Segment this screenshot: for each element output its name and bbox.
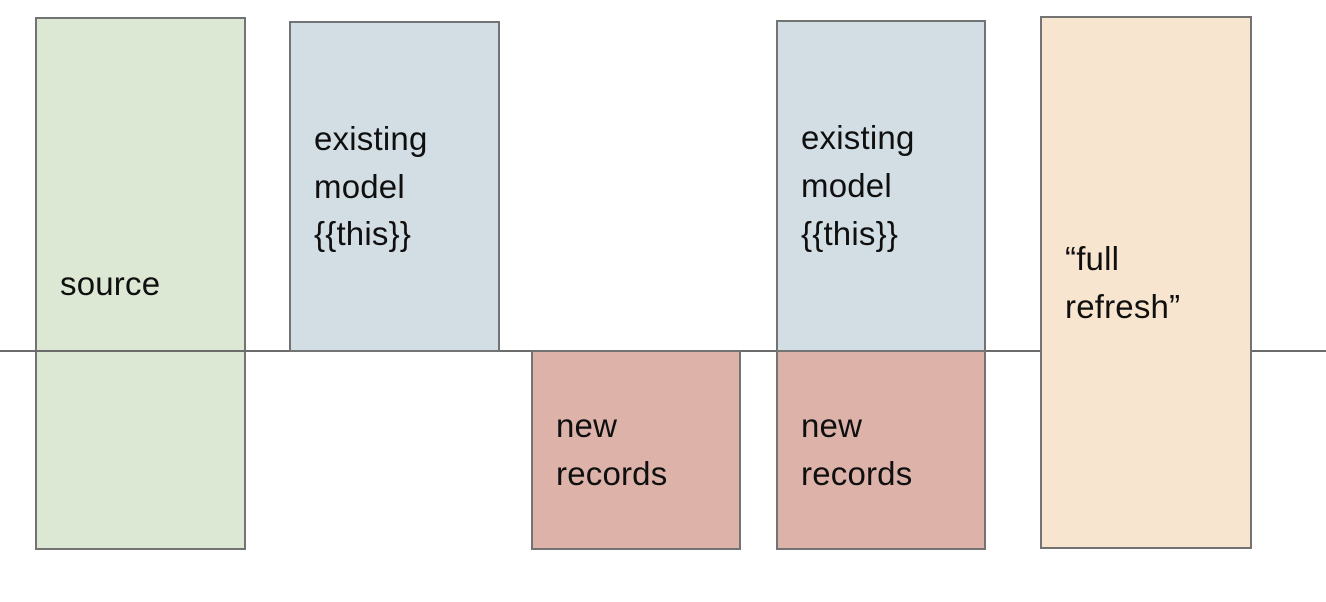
new-records-box-1-label: new records	[556, 407, 668, 492]
existing-model-box-1-label: existing model {{this}}	[314, 119, 428, 253]
source-box-label: source	[60, 264, 161, 302]
full-refresh-box-label: “full refresh”	[1065, 239, 1181, 325]
new-records-box-1: new records	[531, 350, 741, 550]
existing-model-box-1: existing model {{this}}	[289, 21, 500, 352]
new-records-box-2: new records	[776, 350, 986, 550]
existing-model-box-2-label: existing model {{this}}	[801, 119, 915, 252]
source-box: source	[35, 17, 246, 550]
full-refresh-box: “full refresh”	[1040, 16, 1252, 549]
existing-model-box-2: existing model {{this}}	[776, 20, 986, 352]
new-records-box-2-label: new records	[801, 407, 913, 492]
